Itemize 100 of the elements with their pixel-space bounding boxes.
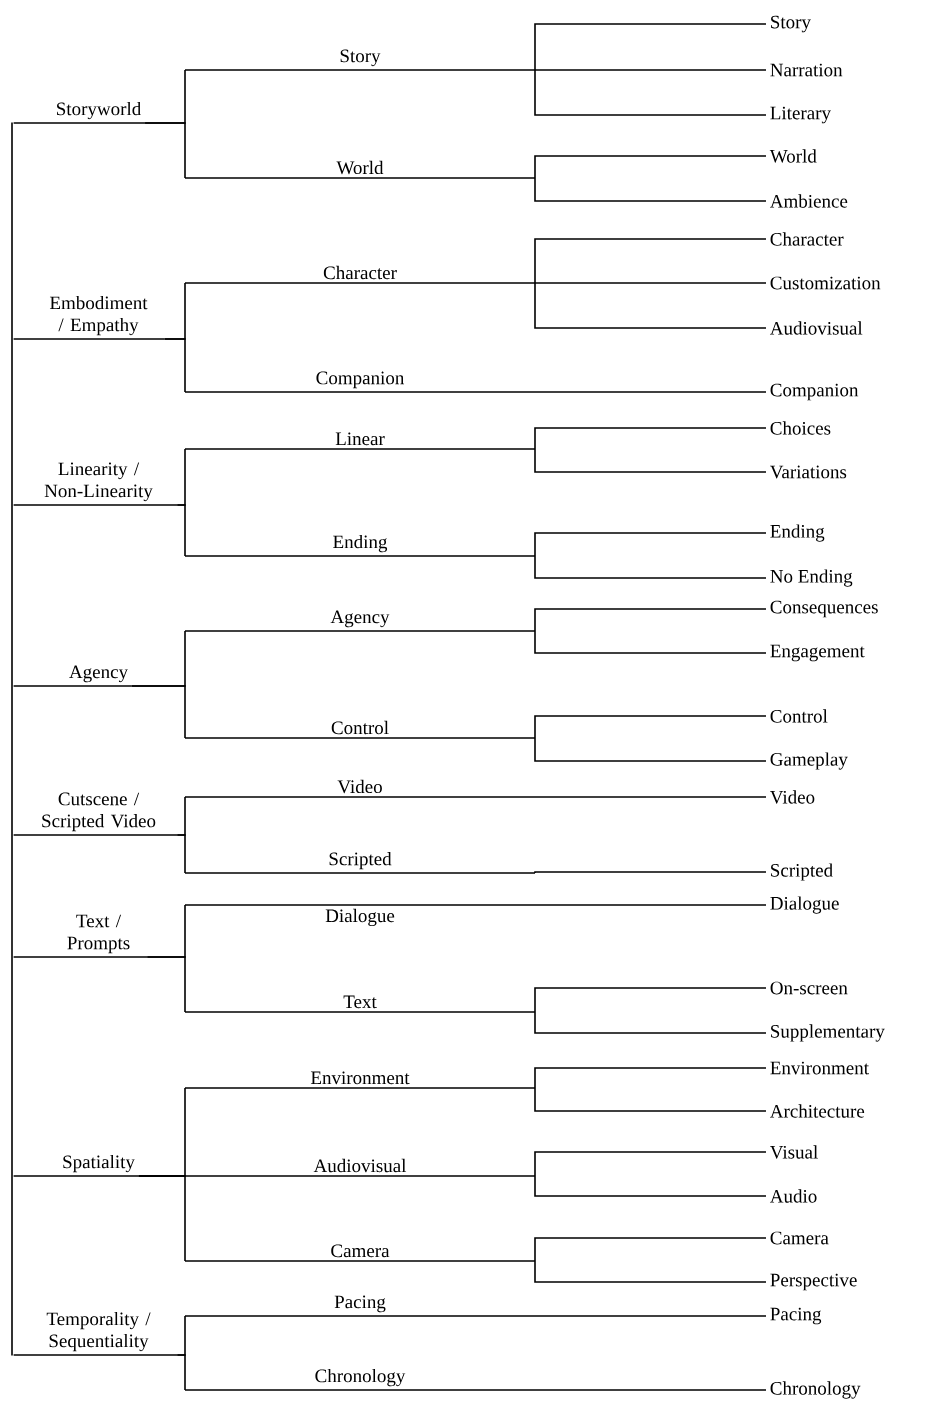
tree-branch <box>534 987 767 1013</box>
tree-branch <box>12 504 179 506</box>
category-label: Temporality / Sequentiality <box>46 1311 151 1352</box>
tree-branch <box>12 834 179 836</box>
leaf-label: Literary <box>770 106 831 124</box>
leaf-label: Pacing <box>770 1307 822 1325</box>
leaf-label: Environment <box>770 1061 869 1075</box>
tree-branch <box>12 956 149 958</box>
subcategory-label: Character <box>184 265 536 284</box>
leaf-label: Ambience <box>770 194 848 208</box>
leaf-label: Engagement <box>770 644 865 662</box>
tree-branch <box>534 448 767 473</box>
tree-branch <box>534 904 767 906</box>
tree-spine <box>11 122 13 1356</box>
leaf-label: Dialogue <box>770 896 839 914</box>
tree-branch <box>534 796 767 798</box>
tree-branch <box>534 23 767 71</box>
tree-branch <box>534 1260 767 1283</box>
category-label: Linearity / Non-Linearity <box>44 462 153 502</box>
tree-branch <box>12 1175 140 1177</box>
category-label: Embodiment / Empathy <box>49 295 148 336</box>
subcategory-label: Linear <box>184 432 536 450</box>
tree-branch <box>144 122 186 179</box>
tree-branch <box>137 1175 186 1262</box>
subcategory-label: Scripted <box>184 852 536 874</box>
leaf-label: Story <box>771 15 811 33</box>
tree-branch <box>534 630 767 654</box>
tree-branch <box>176 504 186 557</box>
tree-branch <box>12 685 133 687</box>
tree-branch <box>534 69 767 116</box>
leaf-label: Perspective <box>770 1273 857 1291</box>
leaf-label: Variations <box>770 465 847 479</box>
leaf-label: On-screen <box>770 981 848 995</box>
tree-branch <box>534 282 767 284</box>
leaf-label: Audiovisual <box>770 321 863 335</box>
tree-branch <box>534 532 767 557</box>
tree-branch <box>534 1315 767 1317</box>
subcategory-label: Ending <box>184 534 536 557</box>
tree-branch <box>534 1011 767 1034</box>
leaf-label: Scripted <box>771 863 833 881</box>
leaf-label: Visual <box>770 1145 818 1159</box>
tree-branch <box>12 338 166 340</box>
category-label: Text / Prompts <box>67 914 130 954</box>
tree-branch <box>534 427 767 450</box>
subcategory-label: Dialogue <box>184 904 536 927</box>
category-label: Spatiality <box>63 1154 135 1173</box>
leaf-label: Audio <box>770 1189 817 1203</box>
leaf-label: Video <box>770 790 815 804</box>
tree-branch <box>12 122 146 124</box>
subcategory-label: Text <box>184 995 536 1013</box>
tree-branch <box>534 715 767 739</box>
tree-branch <box>146 956 186 1013</box>
tree-branch <box>534 1067 767 1089</box>
tree-branch <box>534 1175 767 1197</box>
category-label: Agency <box>69 665 128 683</box>
tree-branch <box>534 69 767 71</box>
subcategory-label: Environment <box>184 1071 536 1089</box>
category-label: Storyworld <box>57 101 141 120</box>
subcategory-label: Chronology <box>184 1368 536 1391</box>
leaf-label: Ending <box>770 524 825 542</box>
tree-branch <box>176 1354 186 1391</box>
subcategory-label: World <box>184 160 536 179</box>
leaf-label: Choices <box>770 421 831 435</box>
leaf-label: Chronology <box>770 1381 861 1399</box>
subcategory-label: Control <box>184 720 536 739</box>
category-label: Cutscene / Scripted Video <box>42 792 156 832</box>
tree-branch <box>534 555 767 579</box>
leaf-label: Consequences <box>770 600 878 618</box>
tree-branch <box>534 1389 767 1391</box>
leaf-label: Supplementary <box>771 1024 885 1042</box>
tree-branch <box>534 238 767 284</box>
tree-branch <box>12 1354 179 1356</box>
subcategory-label: Audiovisual <box>184 1158 536 1177</box>
leaf-label: Gameplay <box>770 752 848 770</box>
leaf-label: Customization <box>770 276 881 290</box>
tree-branch <box>534 391 767 393</box>
subcategory-label: Story <box>184 49 536 71</box>
tree-branch <box>131 685 186 739</box>
leaf-label: Architecture <box>770 1104 865 1118</box>
tree-branch <box>534 608 767 632</box>
tree-branch <box>534 282 767 329</box>
leaf-label: World <box>769 149 817 163</box>
leaf-label: Camera <box>770 1231 829 1245</box>
subcategory-label: Video <box>184 779 536 798</box>
tree-branch <box>534 871 767 874</box>
leaf-label: No Ending <box>770 569 853 587</box>
subcategory-label: Companion <box>184 371 536 393</box>
subcategory-label: Camera <box>184 1244 536 1262</box>
tree-branch <box>534 177 767 202</box>
subcategory-label: Agency <box>184 610 536 632</box>
tree-branch <box>534 155 767 179</box>
subcategory-label: Pacing <box>184 1295 536 1317</box>
leaf-label: Control <box>770 709 828 723</box>
leaf-label: Character <box>770 232 844 246</box>
tree-branch <box>164 338 186 393</box>
tree-branch <box>534 1237 767 1262</box>
tree-branch <box>176 834 186 874</box>
tree-branch <box>534 1087 767 1112</box>
tree-branch <box>534 737 767 762</box>
leaf-label: Narration <box>770 63 843 77</box>
